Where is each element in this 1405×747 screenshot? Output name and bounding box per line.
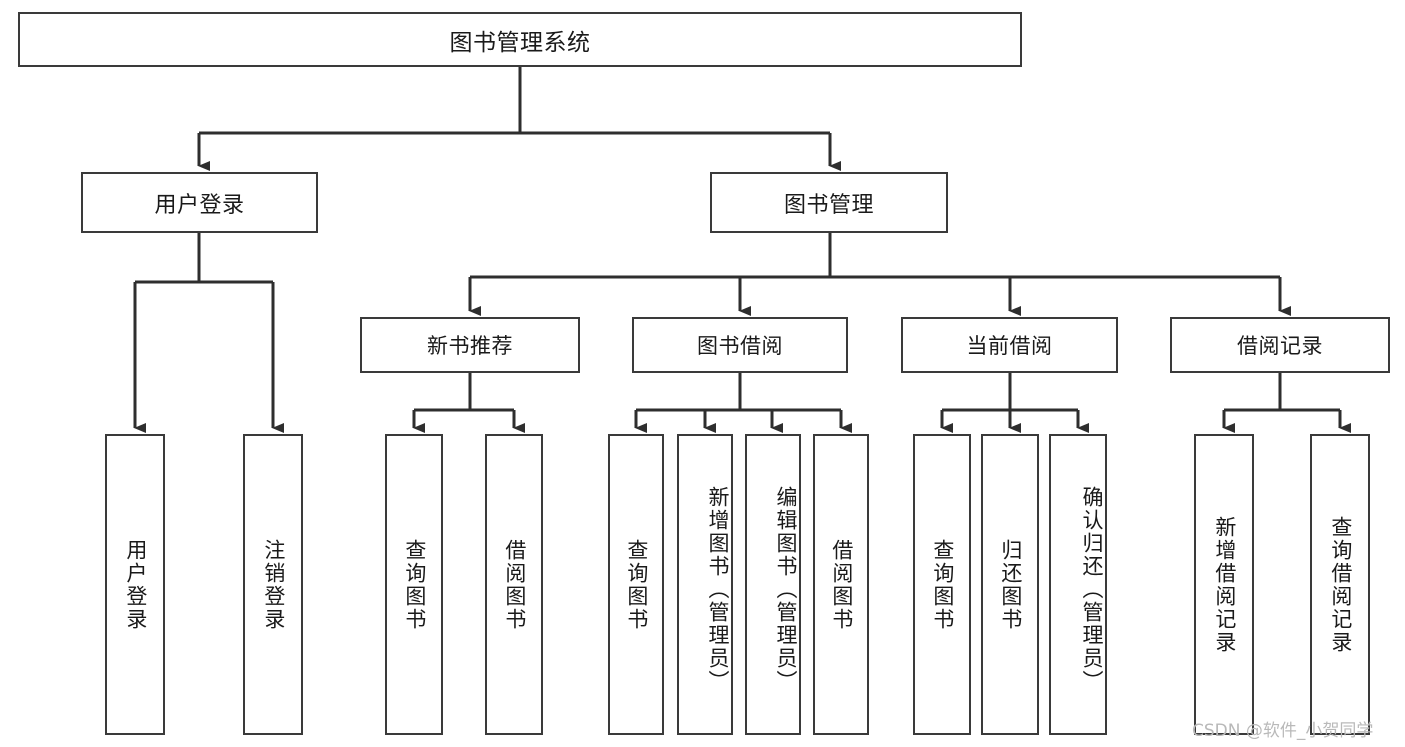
node-borrow-record[interactable]: 借阅记录 [1170,317,1390,373]
leaf-query-book-current[interactable]: 查询图书 [913,434,971,735]
leaf-borrow-book-recommend[interactable]: 借阅图书 [485,434,543,735]
leaf-edit-book-admin[interactable]: 编辑图书（管理员） [745,434,801,735]
leaf-borrow-book[interactable]: 借阅图书 [813,434,869,735]
leaf-query-book-borrow[interactable]: 查询图书 [608,434,664,735]
node-current-borrow[interactable]: 当前借阅 [901,317,1118,373]
leaf-confirm-return-admin[interactable]: 确认归还（管理员） [1049,434,1107,735]
node-book-management[interactable]: 图书管理 [710,172,948,233]
leaf-user-logout[interactable]: 注销登录 [243,434,303,735]
leaf-add-book-admin[interactable]: 新增图书（管理员） [677,434,733,735]
node-book-borrow[interactable]: 图书借阅 [632,317,848,373]
csdn-watermark: CSDN @软件_小贺同学 [1192,721,1374,741]
node-user-login[interactable]: 用户登录 [81,172,318,233]
leaf-query-borrow-record[interactable]: 查询借阅记录 [1310,434,1370,735]
leaf-query-book-recommend[interactable]: 查询图书 [385,434,443,735]
node-new-book-recommend[interactable]: 新书推荐 [360,317,580,373]
leaf-return-book[interactable]: 归还图书 [981,434,1039,735]
leaf-add-borrow-record[interactable]: 新增借阅记录 [1194,434,1254,735]
node-root-system[interactable]: 图书管理系统 [18,12,1022,67]
leaf-user-login[interactable]: 用户登录 [105,434,165,735]
